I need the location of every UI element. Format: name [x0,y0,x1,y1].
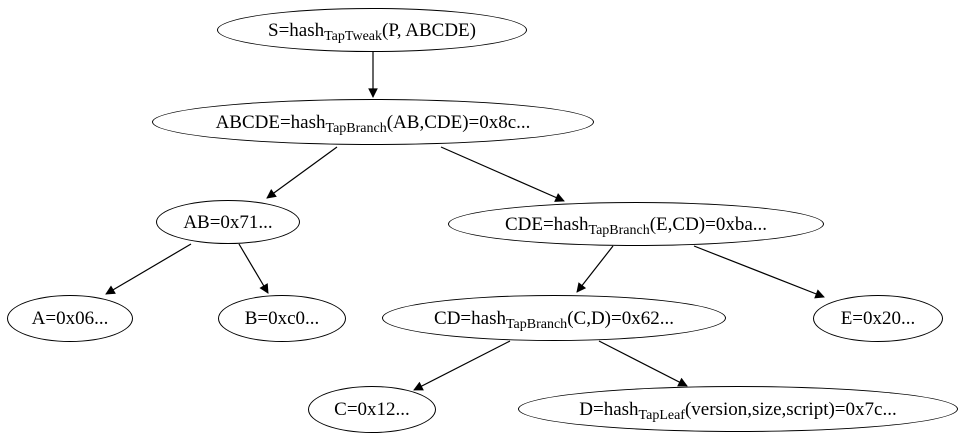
node-cd-label: CD=hashTapBranch(C,D)=0x62... [434,307,674,332]
node-cde-label: CDE=hashTapBranch(E,CD)=0xba... [504,213,768,238]
node-b-label: B=0xc0... [245,309,320,328]
node-ab: AB=0x71... [156,200,300,244]
node-cd-label-post: (C,D)=0x62... [567,307,674,329]
node-cde: CDE=hashTapBranch(E,CD)=0xba... [448,202,824,246]
node-d-label-pre: D=hash [579,398,639,420]
node-s-label: S=hashTapTweak(P, ABCDE) [268,19,476,44]
node-cd-label-pre: CD=hash [434,307,506,329]
node-abcde: ABCDE=hashTapBranch(AB,CDE)=0x8c... [152,99,594,145]
edge-ab-b [238,243,269,294]
node-s-label-sub: TapTweak [324,28,383,44]
node-abcde-label-post: (AB,CDE)=0x8c... [386,111,531,133]
node-a: A=0x06... [7,295,133,342]
node-s-label-pre: S=hash [268,19,325,41]
node-cd: CD=hashTapBranch(C,D)=0x62... [382,295,726,341]
node-cde-label-post: (E,CD)=0xba... [649,213,768,235]
node-abcde-label-pre: ABCDE=hash [215,111,326,133]
node-c-label-pre: C=0x12... [334,399,410,420]
node-e-label-pre: E=0x20... [840,308,916,329]
node-d-label: D=hashTapLeaf(version,size,script)=0x7c.… [579,398,897,423]
node-a-label-pre: A=0x06... [31,308,109,329]
node-c-label: C=0x12... [334,400,410,419]
edge-cd-c [413,340,511,391]
node-d-label-sub: TapLeaf [638,407,685,423]
node-ab-label: AB=0x71... [183,213,272,232]
edge-cd-d [598,340,688,387]
node-s: S=hashTapTweak(P, ABCDE) [217,8,527,52]
node-cde-label-pre: CDE=hash [504,213,589,235]
node-ab-label-pre: AB=0x71... [183,211,273,233]
edge-abcde-ab [266,146,338,199]
node-c: C=0x12... [308,386,436,433]
node-e: E=0x20... [813,295,943,342]
node-e-label: E=0x20... [841,309,916,328]
node-cd-label-sub: TapBranch [505,316,568,332]
edge-ab-a [105,243,192,295]
edge-cde-cd [576,245,614,293]
node-cde-label-sub: TapBranch [588,222,650,238]
edge-cde-e [693,245,825,299]
node-d-label-post: (version,size,script)=0x7c... [684,398,897,420]
node-abcde-label: ABCDE=hashTapBranch(AB,CDE)=0x8c... [215,111,531,136]
node-abcde-label-sub: TapBranch [325,120,387,136]
node-a-label: A=0x06... [32,309,109,328]
edge-abcde-cde [440,146,565,202]
node-b-label-pre: B=0xc0... [244,308,320,329]
node-d: D=hashTapLeaf(version,size,script)=0x7c.… [518,386,958,432]
node-b: B=0xc0... [218,295,346,342]
node-s-label-post: (P, ABCDE) [382,19,476,41]
